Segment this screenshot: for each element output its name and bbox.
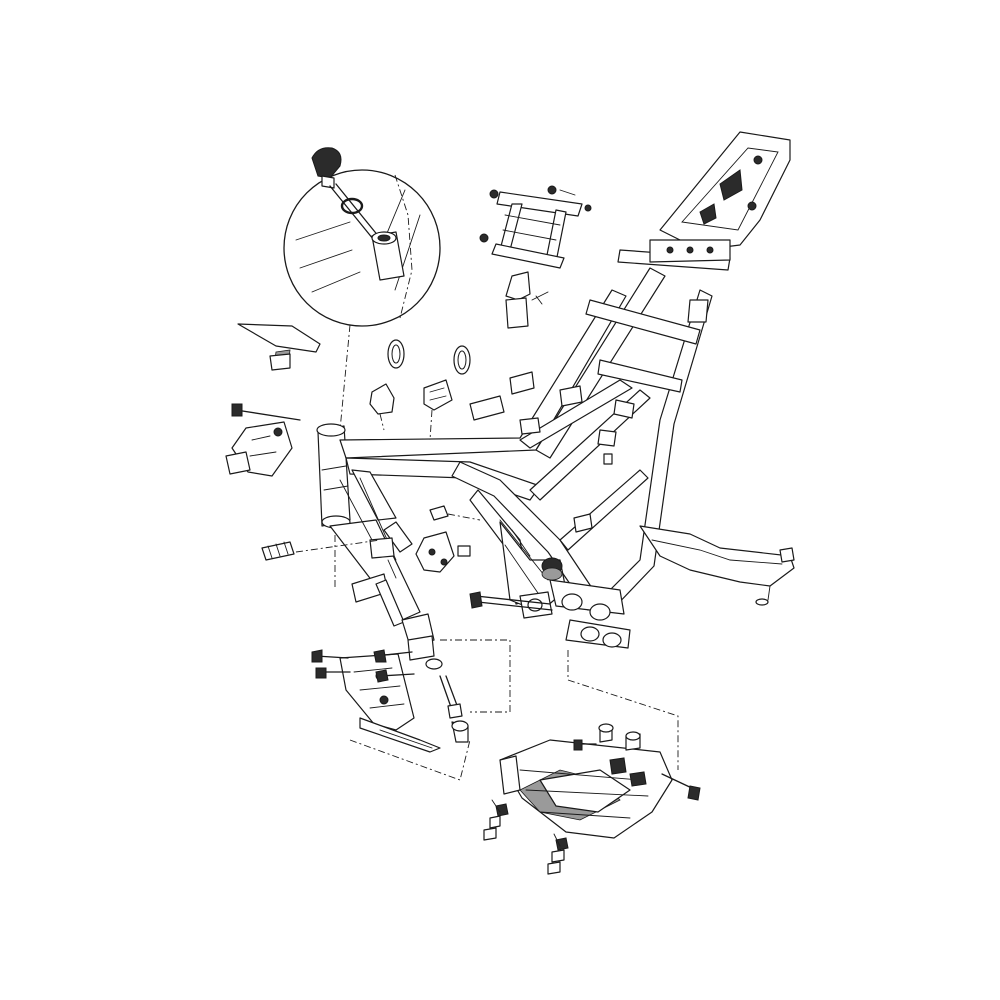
o-ring-icon <box>340 197 364 215</box>
rear-panel <box>639 525 795 606</box>
bearing-rings <box>369 339 471 441</box>
front-plate <box>237 323 321 371</box>
upper-bracket <box>479 185 592 269</box>
routing-line <box>440 639 511 713</box>
routing-line <box>349 739 471 781</box>
cable-guide <box>573 453 613 533</box>
routing-line <box>567 650 679 770</box>
small-bracket-left <box>261 539 381 561</box>
rubber-mount <box>541 557 563 581</box>
bolt-icon <box>547 185 557 195</box>
bearing-cap-icon <box>311 147 342 179</box>
skid-plate <box>499 723 701 839</box>
small-clip <box>505 271 549 329</box>
bolt-icon <box>489 189 499 199</box>
skid-plate-bolts <box>483 799 569 875</box>
long-bolt-spacer <box>425 658 469 743</box>
headlight-bracket <box>225 403 301 477</box>
engine-mount-plate <box>415 505 481 573</box>
detail-callout-circle <box>283 147 441 327</box>
callout-leader-line <box>334 324 351 590</box>
bolt-icon <box>479 233 489 243</box>
pivot-bolt <box>469 591 553 611</box>
lower-cradle <box>311 613 441 753</box>
